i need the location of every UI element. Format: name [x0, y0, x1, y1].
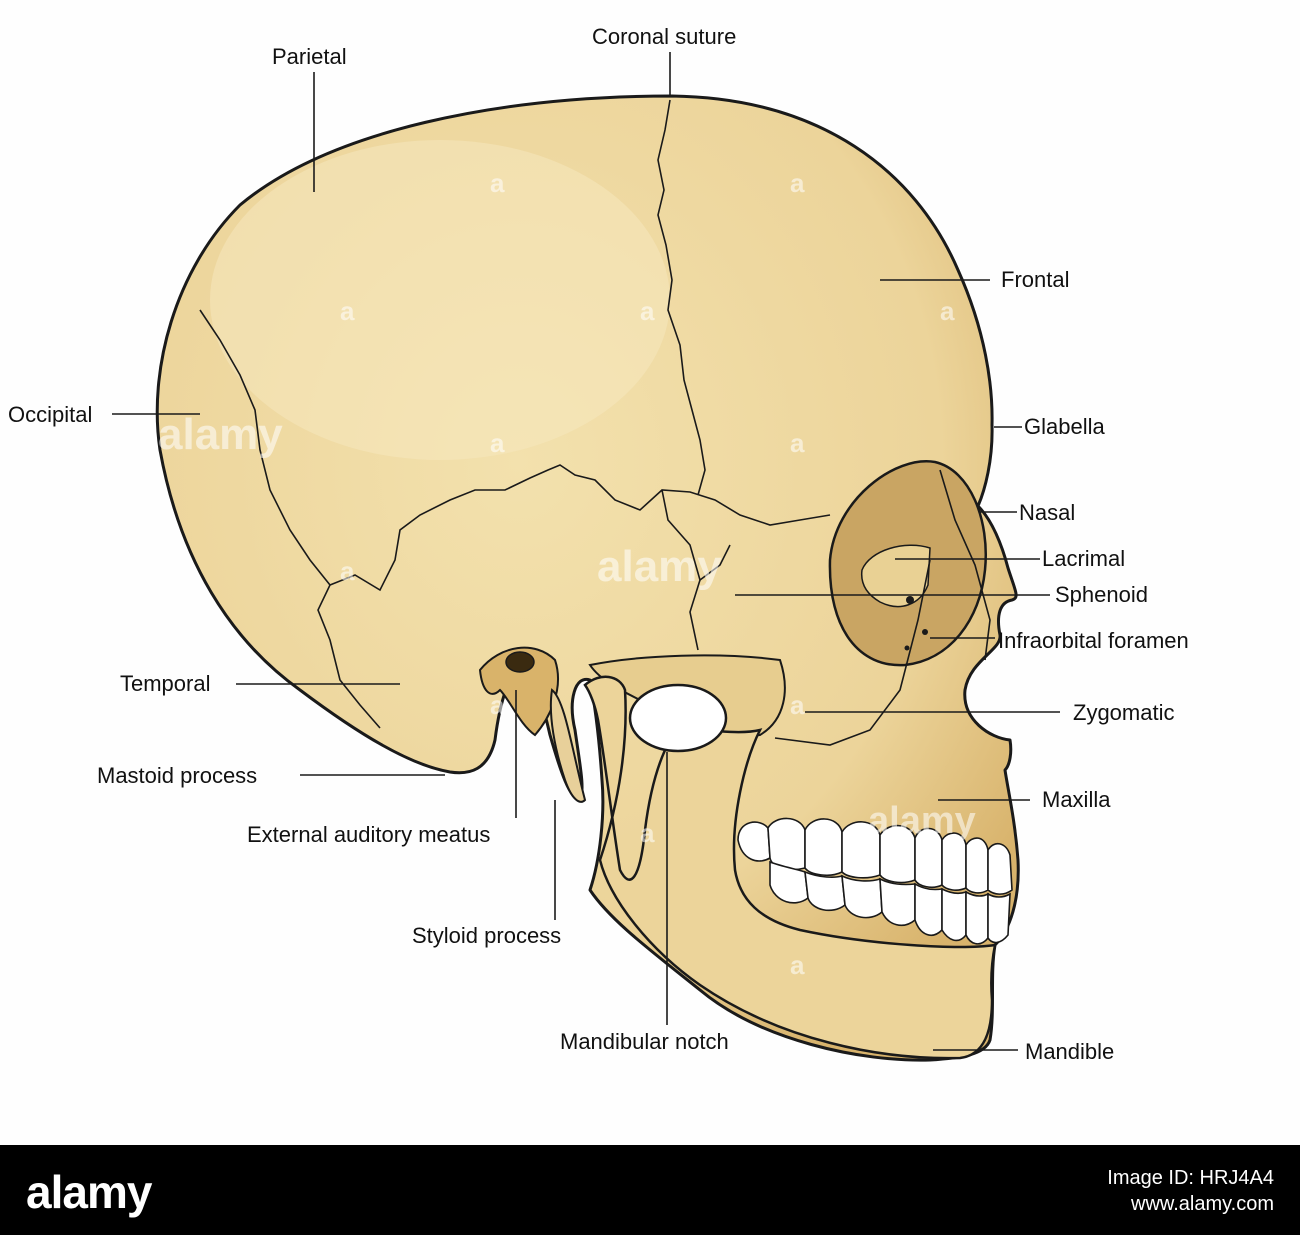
label-temporal: Temporal	[120, 671, 211, 696]
label-mastoid-process: Mastoid process	[97, 763, 258, 788]
label-infraorbital-foramen: Infraorbital foramen	[998, 628, 1189, 653]
label-external-auditory-meatus: External auditory meatus	[247, 822, 491, 847]
watermark: alamy	[868, 800, 976, 842]
label-mandible: Mandible	[1025, 1039, 1115, 1064]
label-styloid-process: Styloid process	[412, 923, 562, 948]
coronal-suture-line	[657, 99, 706, 496]
watermark-letter: a	[340, 556, 355, 586]
label-occipital: Occipital	[8, 402, 93, 427]
watermark-letter: a	[490, 168, 505, 198]
watermark-letter: a	[790, 168, 805, 198]
site-url-text: www.alamy.com	[1131, 1193, 1274, 1215]
watermark-letter: a	[640, 818, 655, 848]
watermark-letter: a	[790, 950, 805, 980]
label-parietal: Parietal	[272, 44, 347, 69]
label-lacrimal: Lacrimal	[1042, 546, 1126, 571]
watermark-letter: a	[940, 296, 955, 326]
label-maxilla: Maxilla	[1042, 787, 1111, 812]
label-zygomatic: Zygomatic	[1073, 700, 1175, 725]
stock-footer-bar: alamy Image ID: HRJ4A4 www.alamy.com	[0, 1145, 1300, 1235]
lambdoid-suture-line	[199, 309, 381, 729]
mandibular-notch-opening	[628, 683, 728, 753]
watermark: alamy	[597, 542, 722, 591]
watermark-letter: a	[790, 428, 805, 458]
alamy-logo: alamy	[26, 1166, 152, 1218]
watermark-letter: a	[340, 296, 355, 326]
image-id-text: Image ID: HRJ4A4	[1107, 1167, 1274, 1189]
label-frontal: Frontal	[1001, 267, 1070, 292]
label-mandibular-notch: Mandibular notch	[560, 1029, 729, 1054]
mastoid-process	[478, 646, 560, 737]
diagram-canvas: alamy alamy alamy a a a a a a a a a a a …	[8, 24, 1189, 1064]
upper-teeth	[737, 817, 1013, 895]
pointer-lines	[112, 52, 1060, 1051]
label-glabella: Glabella	[1024, 414, 1105, 439]
image-id-block: Image ID: HRJ4A4 www.alamy.com	[1107, 1165, 1274, 1217]
mandible	[583, 675, 997, 1060]
squamosal-suture-line	[329, 464, 831, 592]
watermark-letter: a	[490, 690, 505, 720]
styloid-process	[549, 688, 587, 803]
skull-illustration	[112, 52, 1060, 1062]
label-nasal: Nasal	[1019, 500, 1076, 525]
label-sphenoid: Sphenoid	[1055, 582, 1148, 607]
lower-teeth	[769, 860, 1011, 945]
watermark-letter: a	[790, 690, 805, 720]
label-coronal-suture: Coronal suture	[592, 24, 737, 49]
auditory-meatus	[505, 651, 535, 673]
watermark-letter: a	[640, 296, 655, 326]
watermark: alamy	[158, 410, 283, 459]
watermark-letter: a	[490, 428, 505, 458]
